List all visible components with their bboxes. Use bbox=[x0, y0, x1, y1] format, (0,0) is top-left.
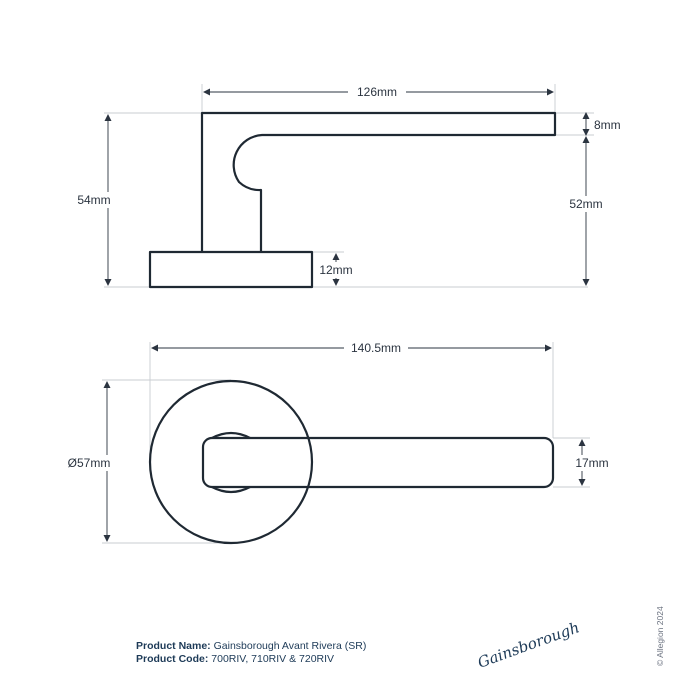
top-view: 140.5mm Ø57mm 17mm bbox=[62, 340, 614, 545]
dim-label-lever-width: 17mm bbox=[575, 456, 608, 470]
product-name-value: Gainsborough Avant Rivera (SR) bbox=[213, 640, 367, 652]
rose-side-outline bbox=[148, 250, 314, 289]
product-code-label: Product Code: bbox=[136, 653, 209, 665]
dim-label-rose-diameter: Ø57mm bbox=[68, 456, 111, 470]
dim-label-overall-height: 54mm bbox=[77, 193, 110, 207]
copyright-text: © Allegion 2024 bbox=[655, 606, 665, 666]
dim-label-lever-length: 126mm bbox=[357, 85, 397, 99]
product-code-row: Product Code: 700RIV, 710RIV & 720RIV bbox=[136, 653, 366, 666]
product-name-row: Product Name: Gainsborough Avant Rivera … bbox=[136, 640, 366, 653]
rose-top-outline bbox=[148, 379, 314, 545]
side-view: 126mm 8mm 54mm 52mm 12mm bbox=[72, 84, 621, 289]
dim-label-lever-thickness: 8mm bbox=[594, 118, 621, 132]
lever-side-outline bbox=[200, 111, 557, 252]
dim-label-rose-thickness: 12mm bbox=[319, 263, 352, 277]
gainsborough-logo: Gainsborough bbox=[475, 618, 582, 671]
lever-top-outline bbox=[201, 436, 555, 489]
product-name-label: Product Name: bbox=[136, 640, 211, 652]
product-code-value: 700RIV, 710RIV & 720RIV bbox=[211, 653, 335, 665]
product-info: Product Name: Gainsborough Avant Rivera … bbox=[136, 640, 366, 666]
dim-label-height-to-lever: 52mm bbox=[569, 197, 602, 211]
neck-top-outline bbox=[211, 431, 251, 494]
dim-label-overall-length: 140.5mm bbox=[351, 341, 401, 355]
